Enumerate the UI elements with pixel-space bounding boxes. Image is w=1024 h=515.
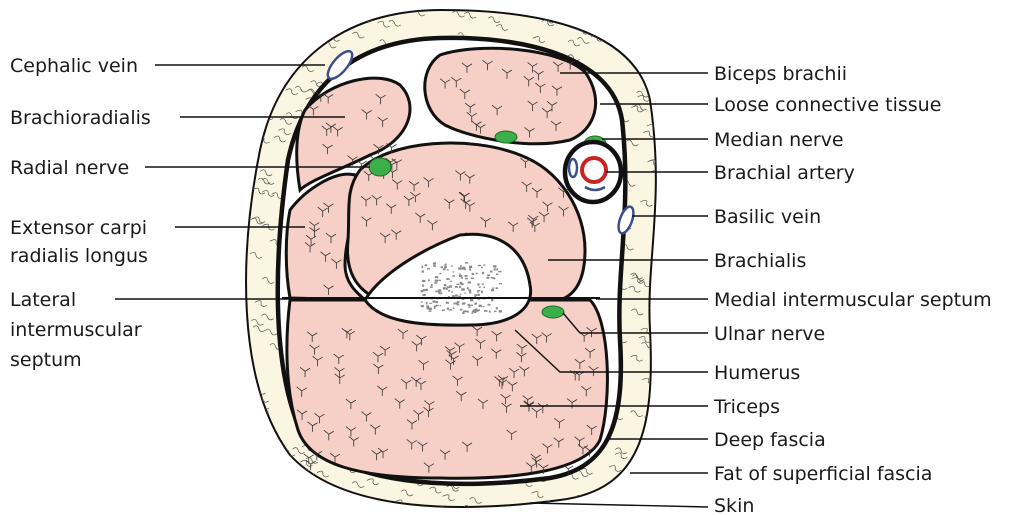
- label-biceps-brachii: Biceps brachii: [714, 63, 847, 85]
- label-lateral: Lateral: [10, 289, 76, 311]
- label-basilic-vein: Basilic vein: [714, 206, 821, 228]
- label-humerus: Humerus: [714, 362, 800, 384]
- label-deep-fascia: Deep fascia: [714, 429, 826, 451]
- label-skin: Skin: [714, 495, 754, 515]
- label-extensor-carpi: Extensor carpi: [10, 217, 147, 239]
- label-brachial-artery: Brachial artery: [714, 162, 855, 184]
- label-septum: septum: [10, 349, 82, 371]
- leader-skin: [530, 503, 708, 507]
- label-brachioradialis: Brachioradialis: [10, 107, 151, 129]
- label-brachialis: Brachialis: [714, 250, 806, 272]
- label-loose-connective-tissue: Loose connective tissue: [714, 94, 941, 116]
- label-radial-nerve: Radial nerve: [10, 157, 129, 179]
- median-nerve-shape-upper: [495, 131, 517, 143]
- label-cephalic-vein: Cephalic vein: [10, 55, 138, 77]
- brachial-vein-bottom: [585, 187, 605, 190]
- label-radialis-longus: radialis longus: [10, 245, 148, 267]
- brachial-vein-left: [569, 159, 577, 177]
- ulnar-nerve-shape: [542, 306, 564, 318]
- label-triceps: Triceps: [713, 396, 780, 418]
- triceps-shape: [287, 300, 608, 478]
- brachial-artery-shape: [582, 158, 606, 182]
- label-fat-of-superficial-fascia: Fat of superficial fascia: [714, 463, 932, 485]
- label-medial-intermuscular-septum: Medial intermuscular septum: [714, 289, 992, 311]
- label-median-nerve: Median nerve: [714, 129, 844, 151]
- radial-nerve-shape: [369, 158, 391, 176]
- label-intermuscular: intermuscular: [10, 319, 142, 341]
- label-ulnar-nerve: Ulnar nerve: [714, 323, 825, 345]
